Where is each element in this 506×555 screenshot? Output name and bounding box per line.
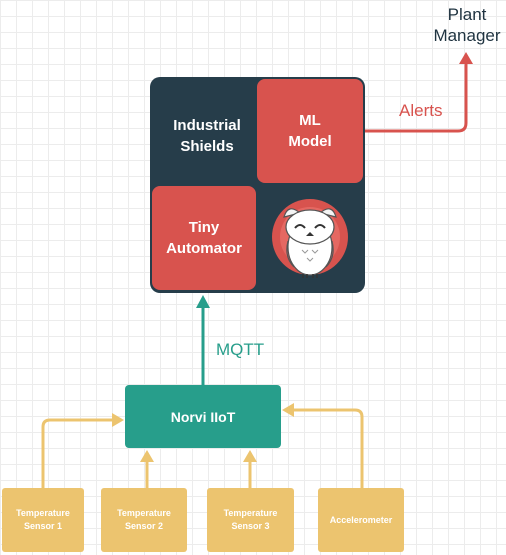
arrowhead-accelerometer <box>282 403 294 417</box>
central-block: Industrial Shields ML Model Tiny Automat… <box>150 77 365 293</box>
wire-sensor-1 <box>41 418 113 488</box>
accelerometer-box: Accelerometer <box>318 488 404 552</box>
temperature-sensor-3-box: Temperature Sensor 3 <box>207 488 294 552</box>
arrowhead-sensor-1 <box>112 413 124 427</box>
norvi-iiot-box: Norvi IIoT <box>125 385 281 448</box>
arrowhead-alerts <box>459 52 473 64</box>
arrowhead-sensor-2 <box>140 450 154 462</box>
plant-manager-label: Plant Manager <box>433 5 501 45</box>
wire-alerts <box>365 63 468 133</box>
temperature-sensor-2-box: Temperature Sensor 2 <box>101 488 187 552</box>
tiny-automator-box: Tiny Automator <box>152 186 256 290</box>
wire-accelerometer <box>293 408 364 488</box>
owl-mascot-icon <box>258 185 362 289</box>
ml-model-box: ML Model <box>257 79 363 183</box>
alerts-label: Alerts <box>399 101 443 120</box>
arrowhead-mqtt <box>196 295 210 308</box>
arrowhead-sensor-3 <box>243 450 257 462</box>
mqtt-label: MQTT <box>216 340 265 359</box>
industrial-shields-label: Industrial Shields <box>173 117 241 155</box>
temperature-sensor-1-box: Temperature Sensor 1 <box>2 488 84 552</box>
owl-logo-svg <box>272 199 348 278</box>
